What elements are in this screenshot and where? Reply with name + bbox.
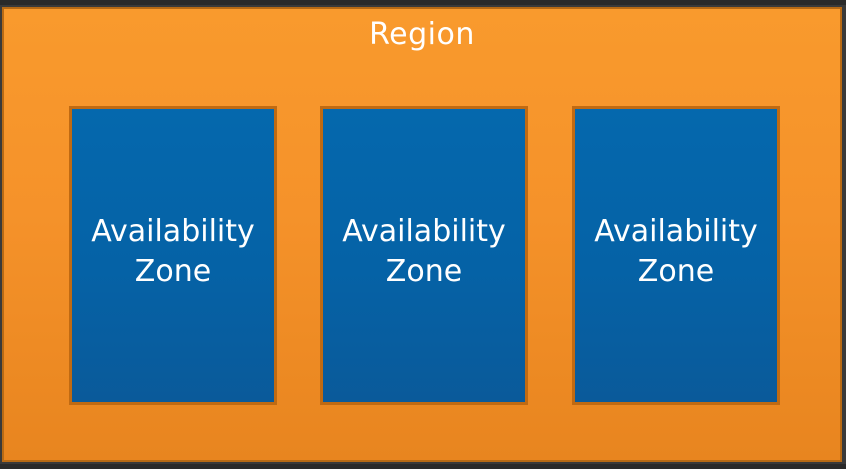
availability-zone-label-2: Availability Zone	[342, 213, 506, 289]
region-box: Region Availability Zone Availability Zo…	[2, 7, 842, 462]
availability-zone-box-1: Availability Zone	[69, 106, 277, 405]
availability-zone-label-3: Availability Zone	[594, 213, 758, 289]
availability-zone-label-1: Availability Zone	[91, 213, 255, 289]
region-title: Region	[369, 17, 475, 52]
availability-zone-box-3: Availability Zone	[572, 106, 780, 405]
availability-zone-box-2: Availability Zone	[320, 106, 528, 405]
